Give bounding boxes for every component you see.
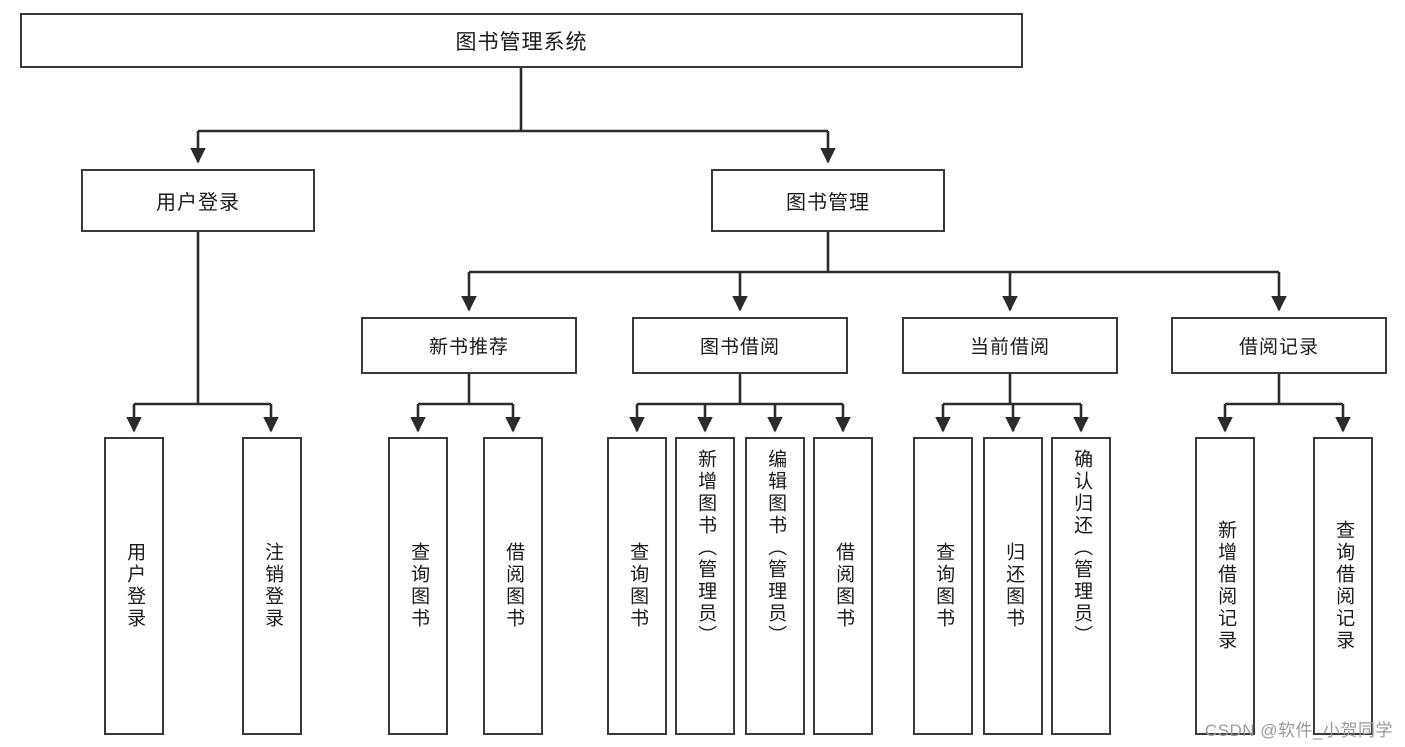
leaf-recommend-query-book[interactable]: 查询图书	[388, 437, 448, 735]
leaf-borrow-add-book-label: 新增图书（管理员）	[695, 449, 717, 647]
leaf-borrow-add-book[interactable]: 新增图书（管理员）	[675, 437, 735, 735]
node-book-management-label: 图书管理	[786, 192, 870, 214]
node-book-borrow-label: 图书借阅	[699, 337, 780, 358]
leaf-borrow-borrow-book-label: 借阅图书	[833, 542, 855, 630]
leaf-record-query-record-label: 查询借阅记录	[1333, 520, 1355, 652]
leaf-user-login-logout[interactable]: 注销登录	[242, 437, 302, 735]
leaf-recommend-query-book-label: 查询图书	[408, 542, 430, 630]
node-user-login-label: 用户登录	[156, 192, 240, 214]
leaf-current-return-book-label: 归还图书	[1003, 542, 1025, 630]
leaf-recommend-borrow-book-label: 借阅图书	[503, 542, 525, 630]
leaf-current-return-book[interactable]: 归还图书	[983, 437, 1043, 735]
leaf-user-login-logout-label: 注销登录	[262, 542, 284, 630]
leaf-recommend-borrow-book[interactable]: 借阅图书	[483, 437, 543, 735]
leaf-current-confirm-return-label: 确认归还（管理员）	[1071, 449, 1093, 647]
leaf-current-query-book-label: 查询图书	[933, 542, 955, 630]
leaf-borrow-borrow-book[interactable]: 借阅图书	[813, 437, 873, 735]
leaf-record-add-record-label: 新增借阅记录	[1215, 520, 1237, 652]
leaf-borrow-query-book[interactable]: 查询图书	[607, 437, 667, 735]
leaf-borrow-edit-book-label: 编辑图书（管理员）	[765, 449, 787, 647]
leaf-current-query-book[interactable]: 查询图书	[913, 437, 973, 735]
node-root[interactable]: 图书管理系统	[20, 13, 1023, 68]
leaf-current-confirm-return[interactable]: 确认归还（管理员）	[1051, 437, 1111, 735]
node-root-label: 图书管理系统	[455, 30, 588, 54]
node-new-book-recommend[interactable]: 新书推荐	[361, 317, 577, 374]
node-new-book-recommend-label: 新书推荐	[428, 337, 509, 358]
node-current-borrow[interactable]: 当前借阅	[902, 317, 1118, 374]
leaf-borrow-edit-book[interactable]: 编辑图书（管理员）	[745, 437, 805, 735]
leaf-record-add-record[interactable]: 新增借阅记录	[1195, 437, 1255, 735]
leaf-user-login-login[interactable]: 用户登录	[104, 437, 164, 735]
node-borrow-record[interactable]: 借阅记录	[1171, 317, 1387, 374]
leaf-borrow-query-book-label: 查询图书	[627, 542, 649, 630]
leaf-user-login-login-label: 用户登录	[124, 542, 146, 630]
node-borrow-record-label: 借阅记录	[1238, 337, 1319, 358]
node-current-borrow-label: 当前借阅	[969, 337, 1050, 358]
node-book-borrow[interactable]: 图书借阅	[632, 317, 848, 374]
leaf-record-query-record[interactable]: 查询借阅记录	[1313, 437, 1373, 735]
node-user-login[interactable]: 用户登录	[81, 169, 315, 232]
csdn-watermark: CSDN @软件_小贺同学	[1204, 721, 1393, 740]
node-book-management[interactable]: 图书管理	[711, 169, 945, 232]
